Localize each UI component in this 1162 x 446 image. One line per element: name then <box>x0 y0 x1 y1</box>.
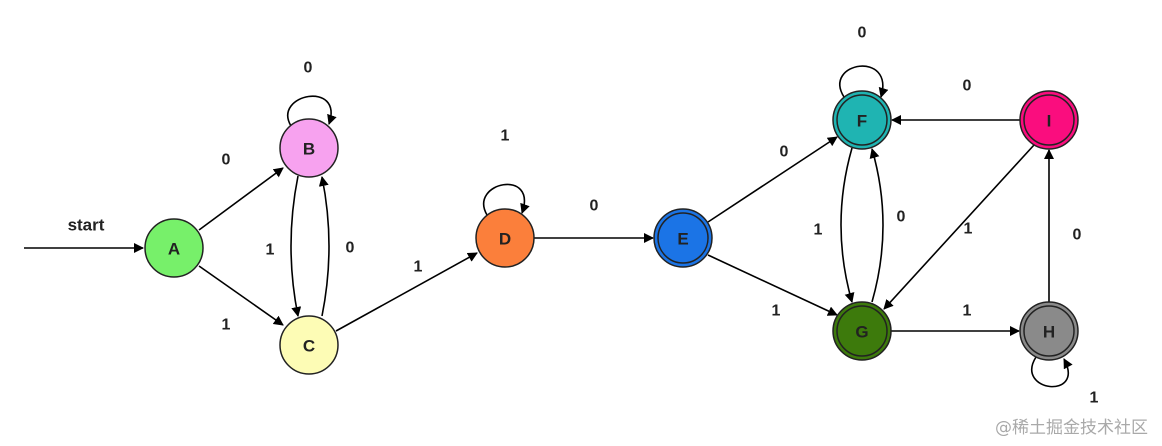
state-label: F <box>857 112 867 131</box>
state-circle <box>279 315 339 375</box>
accepting-ring <box>1023 94 1075 146</box>
transition-f-to-f: 0 <box>839 25 889 98</box>
transition-label: 0 <box>963 78 972 95</box>
transition-label: 0 <box>897 209 906 226</box>
accepting-ring <box>836 305 888 357</box>
state-h: H <box>1019 301 1079 361</box>
state-label: C <box>303 337 315 356</box>
state-a: A <box>144 218 204 278</box>
transition-label: 0 <box>346 240 355 257</box>
transition-a-to-c: 1 <box>198 265 284 334</box>
transition-label: 1 <box>414 259 423 276</box>
transition-arrow <box>707 136 838 223</box>
transition-arrow <box>290 175 302 317</box>
state-circle <box>144 218 204 278</box>
transition-c-to-b: 0 <box>318 176 355 317</box>
transition-label: 0 <box>858 25 867 42</box>
transition-label: 0 <box>780 144 789 161</box>
transition-arrow <box>1031 356 1073 388</box>
transition-label: 0 <box>590 198 599 215</box>
state-circle <box>832 301 892 361</box>
transition-i-to-g: 1 <box>883 144 1035 310</box>
transition-label: 1 <box>1090 390 1099 407</box>
transition-arrow <box>198 265 284 326</box>
transition-d-to-d: 1 <box>483 128 530 216</box>
state-label: D <box>499 230 511 249</box>
state-circle <box>653 208 713 268</box>
transition-e-to-f: 0 <box>707 136 838 223</box>
state-label: E <box>677 230 688 249</box>
transition-arrow <box>198 167 284 231</box>
transition-label: 0 <box>1073 227 1082 244</box>
state-circle <box>832 90 892 150</box>
state-c: C <box>279 315 339 375</box>
state-f: F <box>832 90 892 150</box>
transition-h-to-i: 0 <box>1044 149 1082 302</box>
state-label: H <box>1043 323 1055 342</box>
transition-label: 1 <box>772 303 781 320</box>
accepting-ring <box>1023 305 1075 357</box>
state-circle <box>475 208 535 268</box>
transition-b-to-c: 1 <box>266 175 302 317</box>
transition-e-to-g: 1 <box>707 254 838 320</box>
accepting-ring <box>836 94 888 146</box>
transition-arrow <box>335 252 478 332</box>
transition-d-to-e: 0 <box>534 198 654 243</box>
state-label: I <box>1047 112 1052 131</box>
start-label: start <box>68 216 105 235</box>
transition-arrow <box>707 254 838 316</box>
transition-arrow <box>287 95 337 127</box>
transition-a-to-b: 0 <box>198 152 284 231</box>
state-label: A <box>168 240 180 259</box>
transition-g-to-f: 0 <box>869 148 906 303</box>
state-circle <box>1019 90 1079 150</box>
states-layer: A B C D E F G H I <box>144 90 1079 375</box>
transition-label: 1 <box>222 317 231 334</box>
state-label: G <box>855 323 868 342</box>
transition-label: 1 <box>964 221 973 238</box>
transition-arrow <box>840 147 855 303</box>
transition-label: 0 <box>222 152 231 169</box>
transition-label: 1 <box>814 222 823 239</box>
transition-arrow <box>839 65 889 98</box>
transition-arrow <box>318 176 330 317</box>
transition-label: 1 <box>963 303 972 320</box>
state-label: B <box>303 140 315 159</box>
state-circle <box>279 118 339 178</box>
transition-arrow <box>483 183 530 216</box>
transition-label: 1 <box>266 242 275 259</box>
transitions-layer: start 0 1 0 1 0 1 1 0 0 1 0 1 0 1 1 0 0 1 <box>24 25 1099 407</box>
transition-i-to-f: 0 <box>891 78 1020 125</box>
transition-arrow <box>883 144 1035 310</box>
transition-label: 0 <box>304 60 313 77</box>
transition-f-to-g: 1 <box>814 147 855 303</box>
state-g: G <box>832 301 892 361</box>
transition-arrow <box>869 148 884 303</box>
transition-h-to-h: 1 <box>1031 356 1099 407</box>
transition-label: 1 <box>501 128 510 145</box>
accepting-ring <box>657 212 709 264</box>
state-i: I <box>1019 90 1079 150</box>
start-transition: start <box>24 216 144 253</box>
transition-c-to-d: 1 <box>335 252 478 332</box>
transition-g-to-h: 1 <box>891 303 1020 336</box>
state-circle <box>1019 301 1079 361</box>
state-e: E <box>653 208 713 268</box>
watermark-text: @稀土掘金技术社区 <box>995 418 1148 438</box>
state-d: D <box>475 208 535 268</box>
transition-b-to-b: 0 <box>287 60 337 127</box>
state-b: B <box>279 118 339 178</box>
